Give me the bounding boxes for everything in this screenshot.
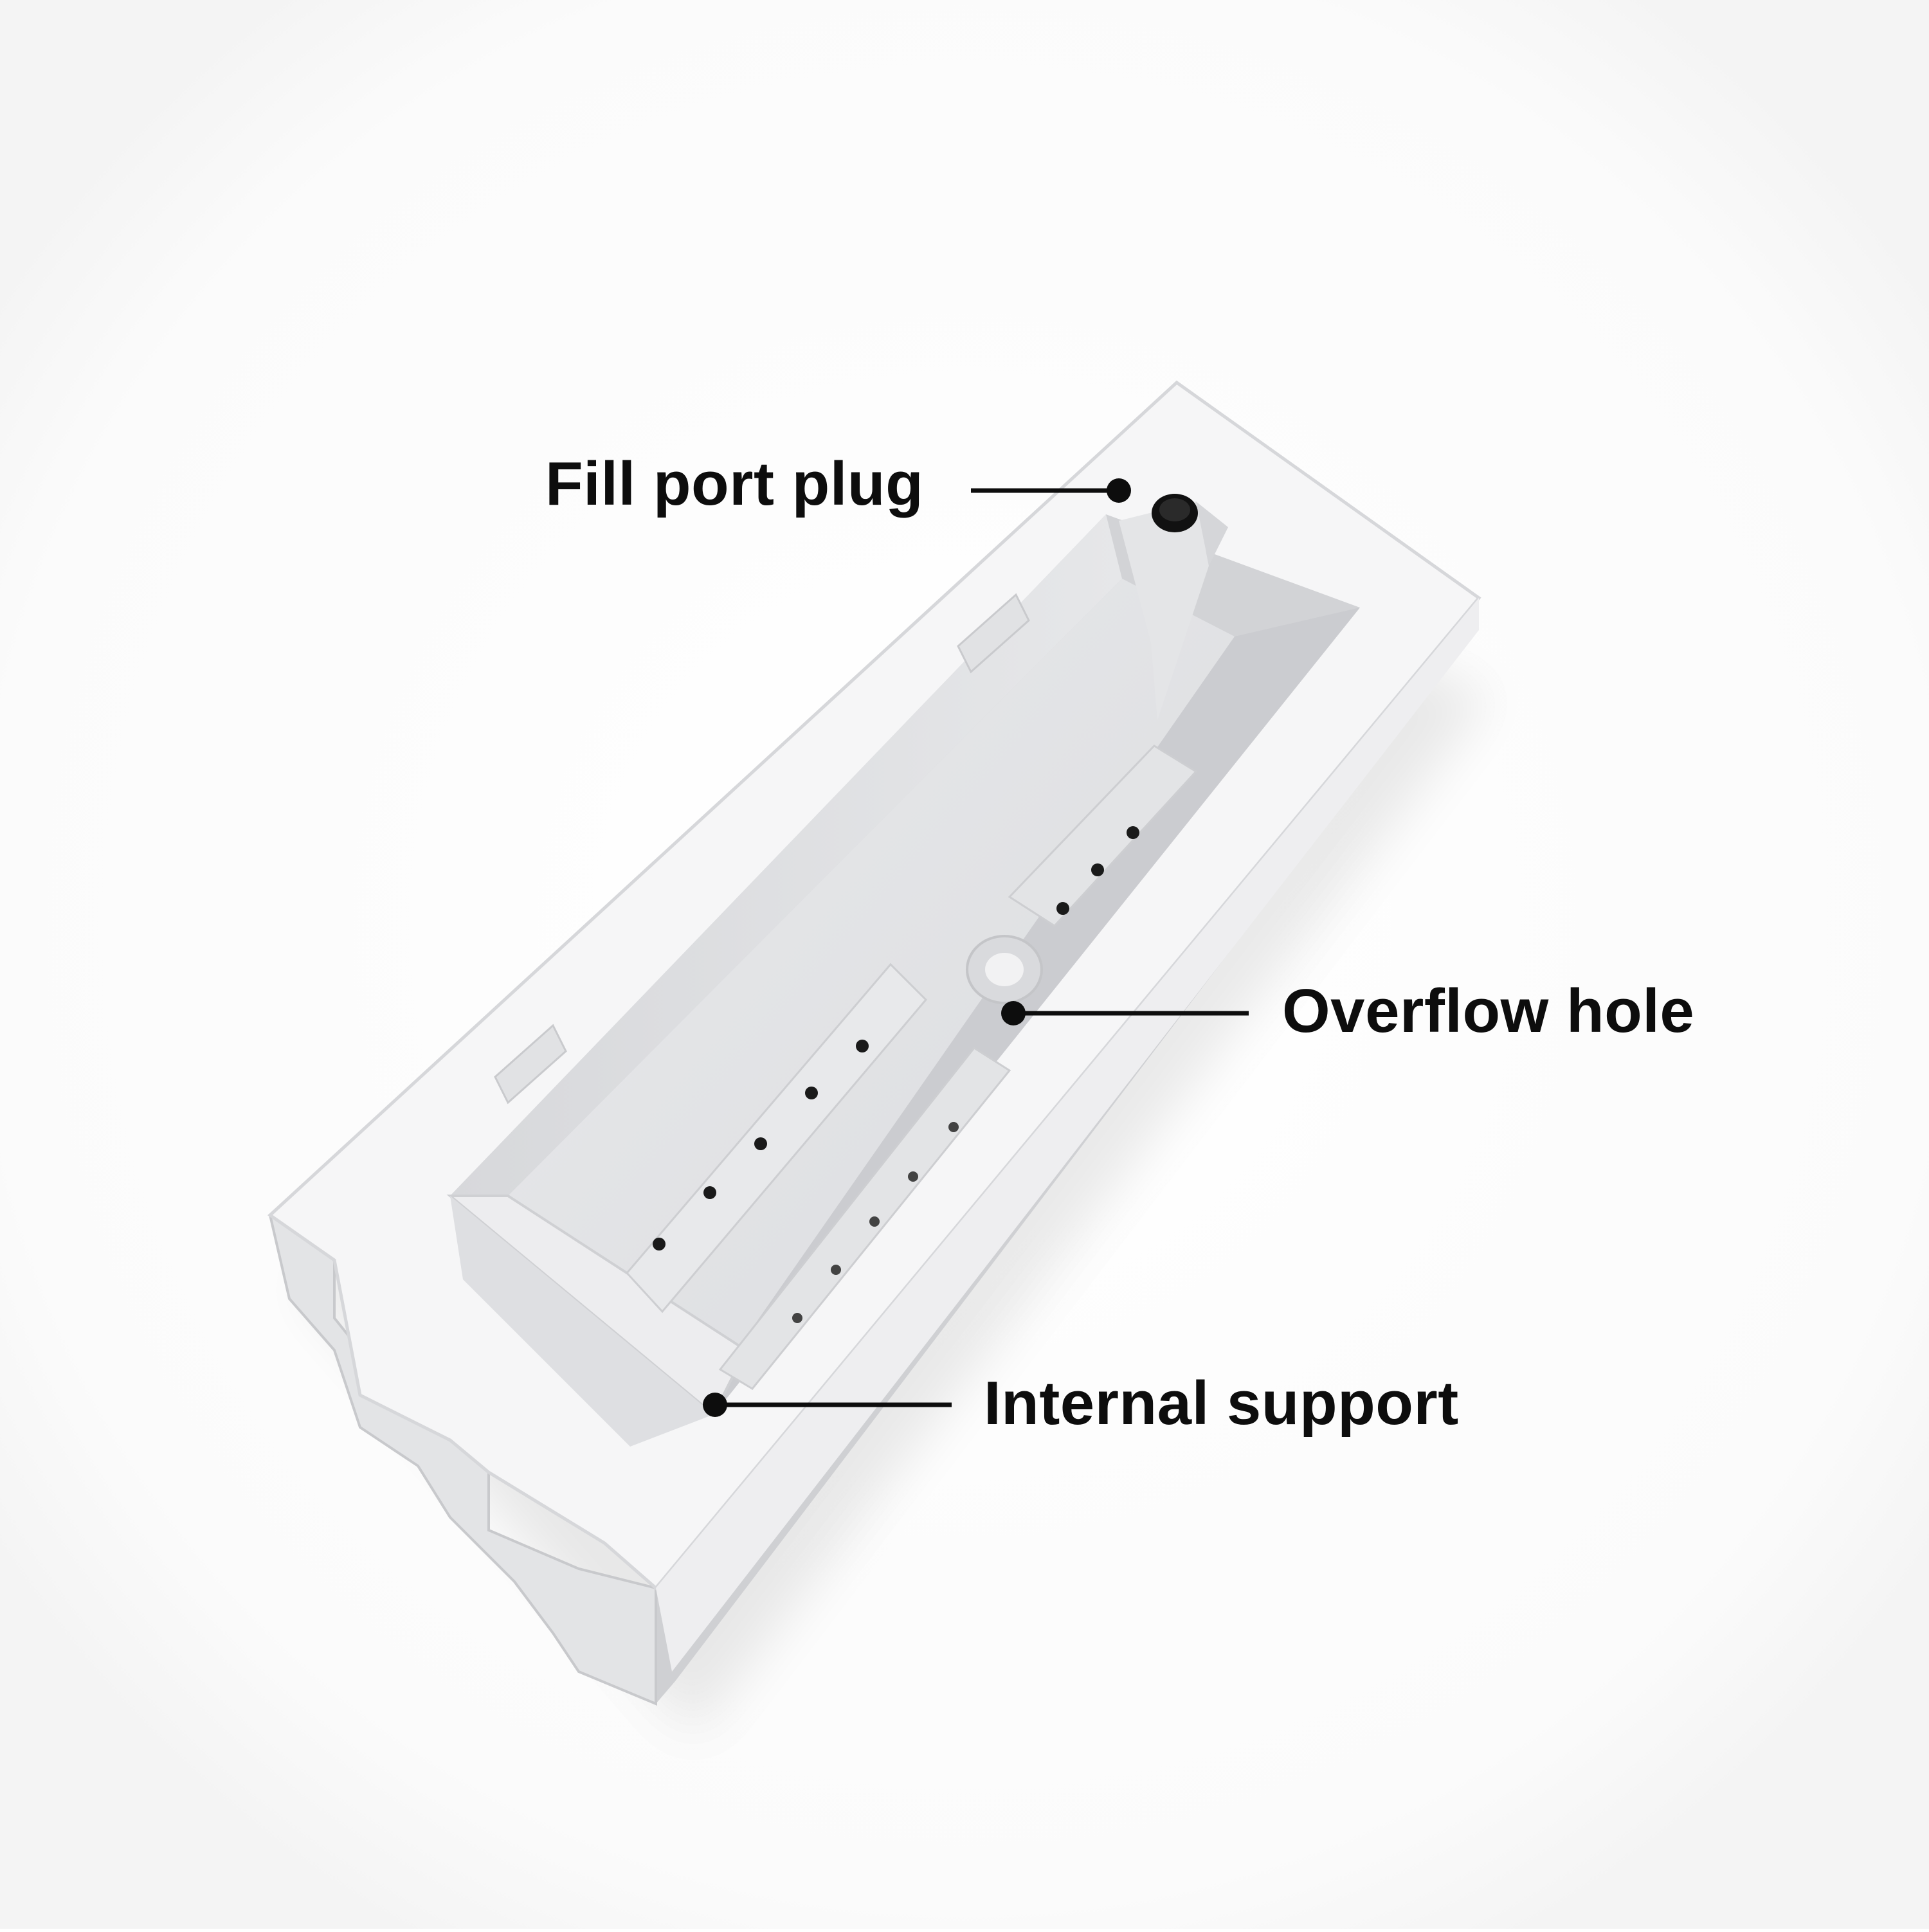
callout-fill-port-plug — [971, 478, 1131, 503]
overflow-hole-icon — [966, 935, 1043, 1004]
rim-notch-lower — [494, 1024, 567, 1105]
overflow-hole-label: Overflow hole — [1282, 977, 1695, 1045]
drain-holes — [653, 826, 1139, 1323]
fill-port-plug-icon — [1152, 494, 1198, 532]
callout-internal-support — [703, 1393, 952, 1417]
fill-port-plug-label: Fill port plug — [545, 449, 924, 518]
fill-port-tower — [1119, 501, 1228, 720]
floor-channels — [625, 745, 1198, 1390]
internal-support-label: Internal support — [984, 1369, 1459, 1438]
rim-notch-upper — [957, 593, 1030, 674]
callout-overflow-hole — [1001, 1001, 1249, 1025]
